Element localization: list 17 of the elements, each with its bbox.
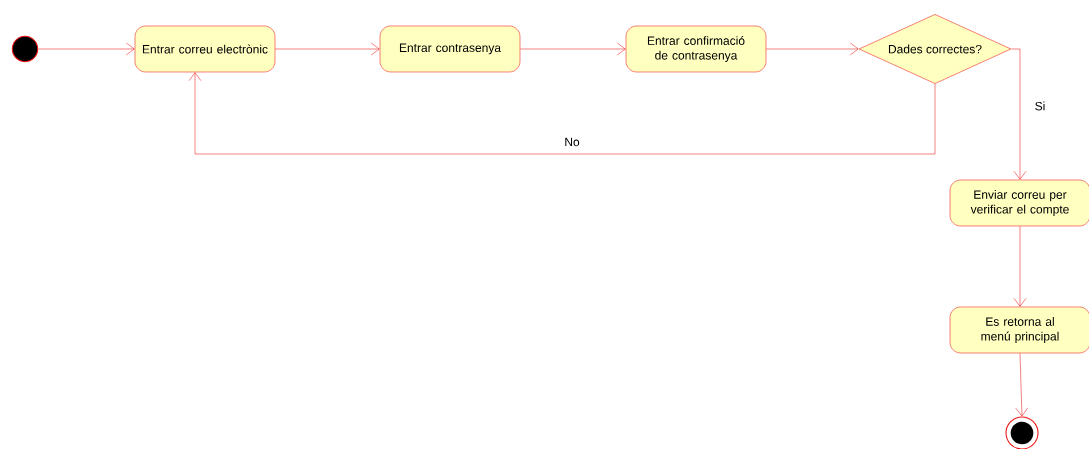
activity-box: Entrar contrasenya bbox=[379, 25, 521, 73]
activity-box: Enviar correu per verificar el compte bbox=[949, 179, 1089, 227]
arrow bbox=[1011, 48, 1027, 180]
arrow bbox=[520, 42, 626, 56]
activity-box: Entrar confirmació de contrasenya bbox=[625, 25, 767, 73]
arrow bbox=[37, 42, 135, 56]
arrow bbox=[766, 42, 859, 56]
start-node bbox=[11, 35, 39, 63]
activity-box: Entrar correu electrònic bbox=[134, 25, 276, 73]
arrow bbox=[1015, 353, 1028, 417]
edge-label: Si bbox=[1033, 100, 1047, 112]
end-node bbox=[1005, 416, 1039, 449]
arrow bbox=[1013, 226, 1027, 307]
activity-box: Es retorna al menú principal bbox=[949, 306, 1089, 354]
edge-label: No bbox=[563, 136, 581, 148]
arrow bbox=[188, 72, 936, 155]
arrow bbox=[275, 42, 380, 56]
